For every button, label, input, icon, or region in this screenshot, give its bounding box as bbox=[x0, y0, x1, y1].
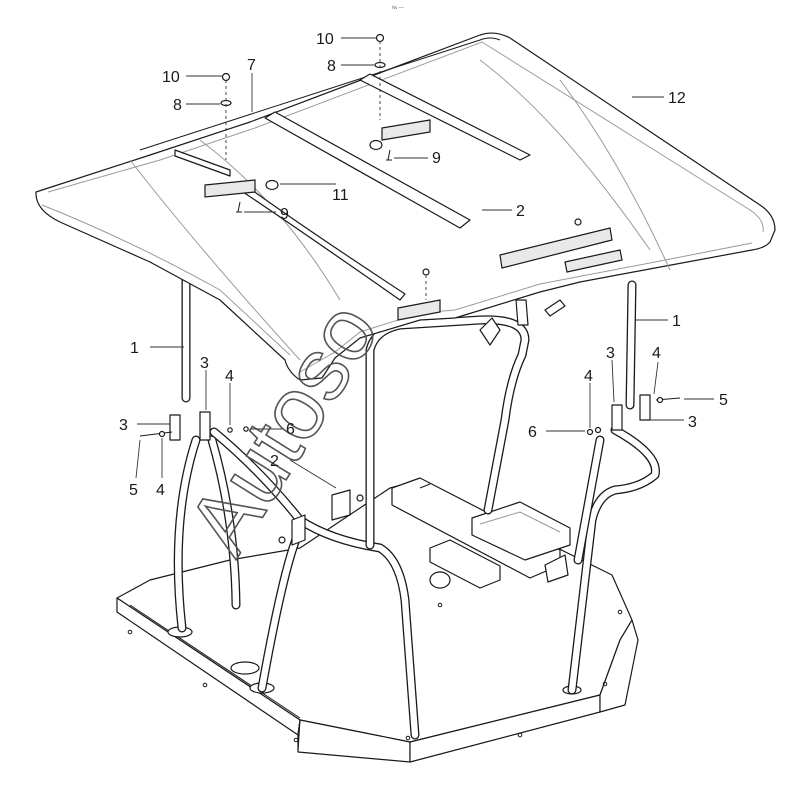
callout-6: 6 bbox=[528, 424, 537, 441]
callout-3: 3 bbox=[606, 345, 615, 362]
callout-5: 5 bbox=[129, 482, 138, 499]
callout-4: 4 bbox=[584, 368, 593, 385]
leader-lines bbox=[135, 37, 714, 489]
callout-8: 8 bbox=[327, 58, 336, 75]
callout-1: 1 bbox=[130, 340, 139, 357]
callout-4: 4 bbox=[652, 345, 661, 362]
callout-labels: 10 8 10 8 7 12 9 11 9 2 1 1 3 4 3 6 5 4 … bbox=[119, 31, 728, 499]
callout-3: 3 bbox=[119, 417, 128, 434]
base-platform bbox=[116, 477, 639, 763]
callout-5: 5 bbox=[719, 392, 728, 409]
callout-10: 10 bbox=[162, 69, 180, 86]
callout-3: 3 bbox=[688, 414, 697, 431]
canopy-roof bbox=[35, 32, 776, 381]
callout-10: 10 bbox=[316, 31, 334, 48]
callout-3: 3 bbox=[200, 355, 209, 372]
callout-2: 2 bbox=[270, 453, 279, 470]
fasteners bbox=[139, 33, 681, 583]
callout-4: 4 bbox=[156, 482, 165, 499]
callout-7: 7 bbox=[247, 57, 256, 74]
top-mark: № — bbox=[392, 5, 404, 11]
callout-2: 2 bbox=[516, 203, 525, 220]
callout-1: 1 bbox=[672, 313, 681, 330]
callout-4: 4 bbox=[225, 368, 234, 385]
callout-9: 9 bbox=[432, 150, 441, 167]
callout-6: 6 bbox=[286, 421, 295, 438]
callout-9: 9 bbox=[280, 206, 289, 223]
callout-11: 11 bbox=[332, 187, 349, 204]
callout-8: 8 bbox=[173, 97, 182, 114]
callout-12: 12 bbox=[668, 90, 686, 107]
